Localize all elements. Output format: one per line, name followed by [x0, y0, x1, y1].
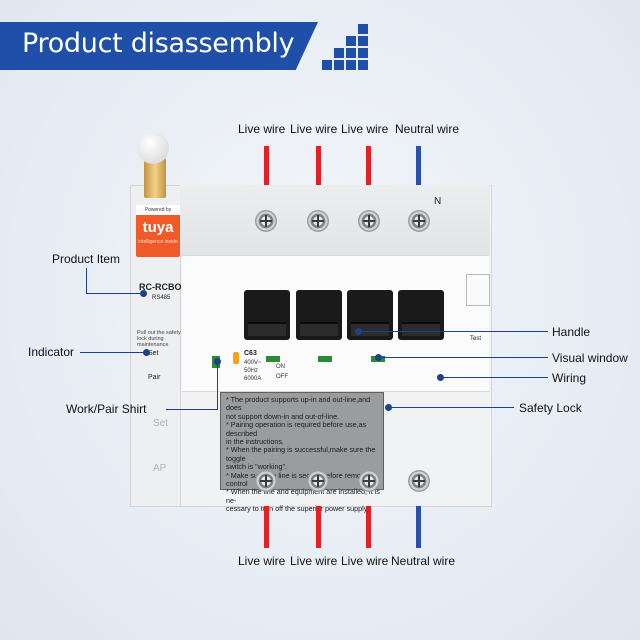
tuya-logo-tag: Powered by tuya intelligence inside	[136, 205, 180, 257]
notice-line: * Make sure the line is secure before re…	[226, 470, 368, 489]
antenna-connector	[144, 158, 166, 198]
live-wire-bottom-3	[366, 506, 371, 548]
breaker-top	[180, 185, 490, 255]
notice-line: * When the line and equipment are instal…	[226, 487, 380, 505]
terminal-screw-icon[interactable]	[408, 210, 430, 232]
leader-dot	[140, 290, 147, 297]
notice-label: * The product supports up-in and out-lin…	[220, 392, 384, 513]
terminal-screw-icon[interactable]	[255, 470, 277, 492]
leader-dot	[437, 374, 444, 381]
set-label: Set	[148, 350, 159, 357]
interface-label: RS485	[152, 295, 171, 301]
spec-voltage: 400V~	[244, 360, 262, 366]
leader-line	[166, 409, 218, 410]
bottom-wire-label-4: Neutral wire	[391, 554, 456, 568]
neutral-wire-bottom	[416, 506, 421, 548]
leader-line	[86, 293, 142, 294]
leader-line	[440, 377, 548, 378]
bottom-wire-label-1: Live wire	[238, 554, 286, 568]
work-pair-switch[interactable]	[233, 352, 239, 364]
tuya-powered-by: Powered by	[136, 205, 180, 215]
callout-wiring: Wiring	[552, 371, 587, 385]
terminal-screw-icon[interactable]	[307, 470, 329, 492]
tuya-logo: tuya	[142, 219, 174, 236]
antenna-icon	[137, 132, 169, 164]
leader-dot	[355, 328, 362, 335]
visual-window	[318, 356, 332, 362]
callout-safety-lock: Safety Lock	[519, 401, 582, 415]
live-wire-bottom-2	[316, 506, 321, 548]
top-wire-label-3: Live wire	[341, 122, 389, 136]
bottom-wire-label-2: Live wire	[290, 554, 338, 568]
title-banner	[0, 22, 318, 70]
terminal-screw-icon[interactable]	[307, 210, 329, 232]
breaker-handle[interactable]	[296, 290, 342, 340]
on-label: ON	[276, 364, 285, 370]
visual-window	[266, 356, 280, 362]
test-button[interactable]	[466, 274, 490, 306]
breaker-handle[interactable]	[244, 290, 290, 340]
leader-line	[80, 352, 146, 353]
notice-line: in the instructions.	[226, 437, 284, 447]
callout-visual-window: Visual window	[552, 351, 628, 365]
leader-line	[358, 331, 548, 332]
spec-breaking: 6000A	[244, 376, 262, 382]
leader-dot	[143, 349, 150, 356]
pair-label: Pair	[148, 374, 161, 381]
notice-line: * When the pairing is successful,make su…	[226, 445, 376, 463]
model-name: RC-RCBO	[139, 282, 182, 292]
live-wire-bottom-1	[264, 506, 269, 548]
leader-dot	[385, 404, 392, 411]
leader-line	[217, 362, 218, 410]
callout-product-item: Product Item	[52, 252, 121, 266]
notice-line: not support down-in and out-of-line.	[226, 411, 340, 421]
ap-ghost-label: AP	[153, 463, 167, 474]
terminal-screw-icon[interactable]	[358, 470, 380, 492]
terminal-screw-icon[interactable]	[255, 210, 277, 232]
spec-frequency: 50Hz	[244, 368, 259, 374]
leader-line	[378, 357, 548, 358]
terminal-screw-icon[interactable]	[408, 470, 430, 492]
off-label: OFF	[276, 374, 288, 380]
callout-indicator: Indicator	[28, 345, 75, 359]
notice-line: cessary to turn off the superior power s…	[226, 504, 369, 514]
tuya-subtitle: intelligence inside	[138, 239, 178, 245]
notice-line: switch is "working".	[226, 462, 288, 472]
top-wire-label-4: Neutral wire	[395, 122, 460, 136]
leader-line	[86, 268, 87, 294]
safety-lock-hint: Pull out the safety lock during maintena…	[137, 330, 181, 348]
leader-dot	[214, 358, 221, 365]
leader-line	[388, 407, 514, 408]
live-wire-top-3	[366, 146, 371, 192]
notice-line: * Pairing operation is required before u…	[226, 420, 367, 438]
neutral-wire-top	[416, 146, 421, 192]
live-wire-top-1	[264, 146, 269, 192]
neutral-mark: N	[434, 196, 442, 207]
top-wire-label-2: Live wire	[290, 122, 338, 136]
live-wire-top-2	[316, 146, 321, 192]
breaker-handle[interactable]	[347, 290, 393, 340]
grid-decoration-icon	[322, 24, 370, 70]
terminal-screw-icon[interactable]	[358, 210, 380, 232]
notice-line: * The product supports up-in and out-lin…	[226, 395, 371, 413]
page-title: Product disassembly	[22, 28, 295, 59]
rating-label: C63	[244, 350, 257, 357]
set-ghost-label: Set	[153, 418, 169, 429]
bottom-wire-label-3: Live wire	[341, 554, 389, 568]
leader-dot	[375, 354, 382, 361]
callout-handle: Handle	[552, 325, 591, 339]
test-label: Test	[470, 336, 482, 342]
top-wire-label-1: Live wire	[238, 122, 286, 136]
callout-work-pair: Work/Pair Shirt	[66, 402, 147, 416]
breaker-handle[interactable]	[398, 290, 444, 340]
